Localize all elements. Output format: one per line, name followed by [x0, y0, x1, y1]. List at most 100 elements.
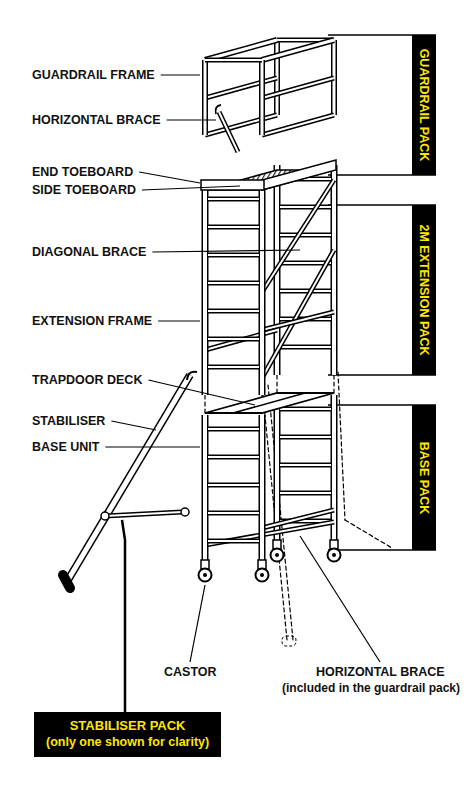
castor — [328, 549, 341, 562]
tube — [208, 197, 259, 202]
tube — [280, 262, 331, 264]
castor — [271, 549, 284, 562]
tube — [208, 483, 259, 488]
tube — [208, 511, 259, 516]
tube — [68, 375, 190, 580]
pack-note: (only one shown for clarity) — [46, 734, 209, 750]
tube — [280, 289, 331, 294]
tube — [332, 165, 336, 375]
part-label: SIDE TOEBOARD — [30, 183, 138, 198]
pack-title: GUARDRAIL PACK — [417, 49, 431, 162]
hidden-part — [345, 520, 392, 548]
tube — [280, 463, 331, 468]
tube — [262, 40, 334, 60]
tube — [208, 456, 259, 458]
part-label: GUARDRAIL FRAME — [30, 68, 157, 83]
tube — [202, 185, 209, 395]
pack-band: 2M EXTENSION PACK — [412, 205, 436, 375]
tube — [202, 60, 208, 135]
pack-band: BASE PACK — [412, 405, 436, 550]
hidden-part — [262, 385, 287, 640]
leader-line — [190, 585, 205, 662]
end-toeboard — [201, 180, 264, 190]
tube — [68, 375, 190, 580]
part-label: CASTOR — [162, 665, 219, 680]
tube — [203, 185, 207, 395]
tube — [280, 491, 331, 496]
tube — [208, 338, 259, 340]
castor — [332, 553, 336, 557]
tube — [332, 395, 336, 540]
tube — [208, 198, 259, 200]
tube — [262, 78, 334, 98]
tube — [208, 281, 259, 286]
tube — [280, 435, 331, 440]
tube — [205, 58, 262, 63]
tube — [208, 226, 259, 228]
tube — [208, 309, 259, 314]
scaffold-tubes — [63, 40, 392, 646]
leader-line — [139, 172, 200, 183]
tube — [262, 250, 334, 378]
hidden-part — [268, 385, 293, 640]
pack-title: 2M EXTENSION PACK — [417, 224, 431, 355]
hidden-part — [338, 372, 345, 520]
tube — [280, 234, 331, 236]
leader-line — [105, 446, 200, 447]
scaffold-stroke — [233, 393, 305, 413]
pack-band: GUARDRAIL PACK — [412, 35, 436, 175]
leader-line — [148, 380, 255, 405]
tube — [219, 112, 238, 152]
leader-line — [142, 186, 240, 190]
tube — [262, 180, 334, 292]
tube — [202, 415, 209, 560]
pack-title: BASE PACK — [417, 441, 431, 514]
tube — [280, 436, 331, 438]
pack-leader — [122, 520, 125, 712]
tube — [262, 78, 334, 98]
tube — [208, 337, 259, 342]
tube — [205, 522, 334, 545]
leader-line — [161, 74, 200, 75]
castor — [256, 569, 269, 582]
tube — [259, 60, 265, 135]
tube — [262, 312, 334, 330]
castor — [203, 573, 207, 577]
tube — [280, 464, 331, 466]
brace-hook — [216, 105, 221, 114]
tube — [262, 40, 334, 60]
hidden-part — [282, 636, 296, 646]
part-label: HORIZONTAL BRACE — [314, 665, 447, 680]
tube — [219, 112, 238, 152]
part-label: DIAGONAL BRACE — [30, 245, 148, 260]
tube — [259, 415, 266, 560]
tube — [208, 540, 259, 542]
part-label: TRAPDOOR DECK — [30, 373, 144, 388]
tube — [262, 250, 334, 378]
tube — [262, 115, 334, 135]
castor — [260, 573, 264, 577]
stabiliser-foot — [63, 575, 70, 588]
castor — [275, 553, 279, 557]
trapdoor-deck — [205, 393, 334, 413]
tube — [280, 408, 331, 410]
tube — [280, 205, 331, 210]
part-label: END TOEBOARD — [30, 165, 135, 180]
castor — [199, 569, 212, 582]
tube — [280, 346, 331, 348]
leader-line — [152, 250, 300, 252]
tube — [280, 492, 331, 494]
tube — [262, 312, 334, 330]
tube — [208, 428, 259, 430]
pack-box: STABILISER PACK(only one shown for clari… — [34, 712, 221, 757]
tube — [280, 233, 331, 238]
leader-line — [111, 421, 156, 430]
part-label: EXTENSION FRAME — [30, 314, 154, 329]
tube — [205, 59, 262, 61]
tube — [275, 395, 279, 540]
tube — [259, 185, 266, 395]
tube — [208, 484, 259, 486]
tube — [280, 407, 331, 412]
tube — [208, 225, 259, 230]
